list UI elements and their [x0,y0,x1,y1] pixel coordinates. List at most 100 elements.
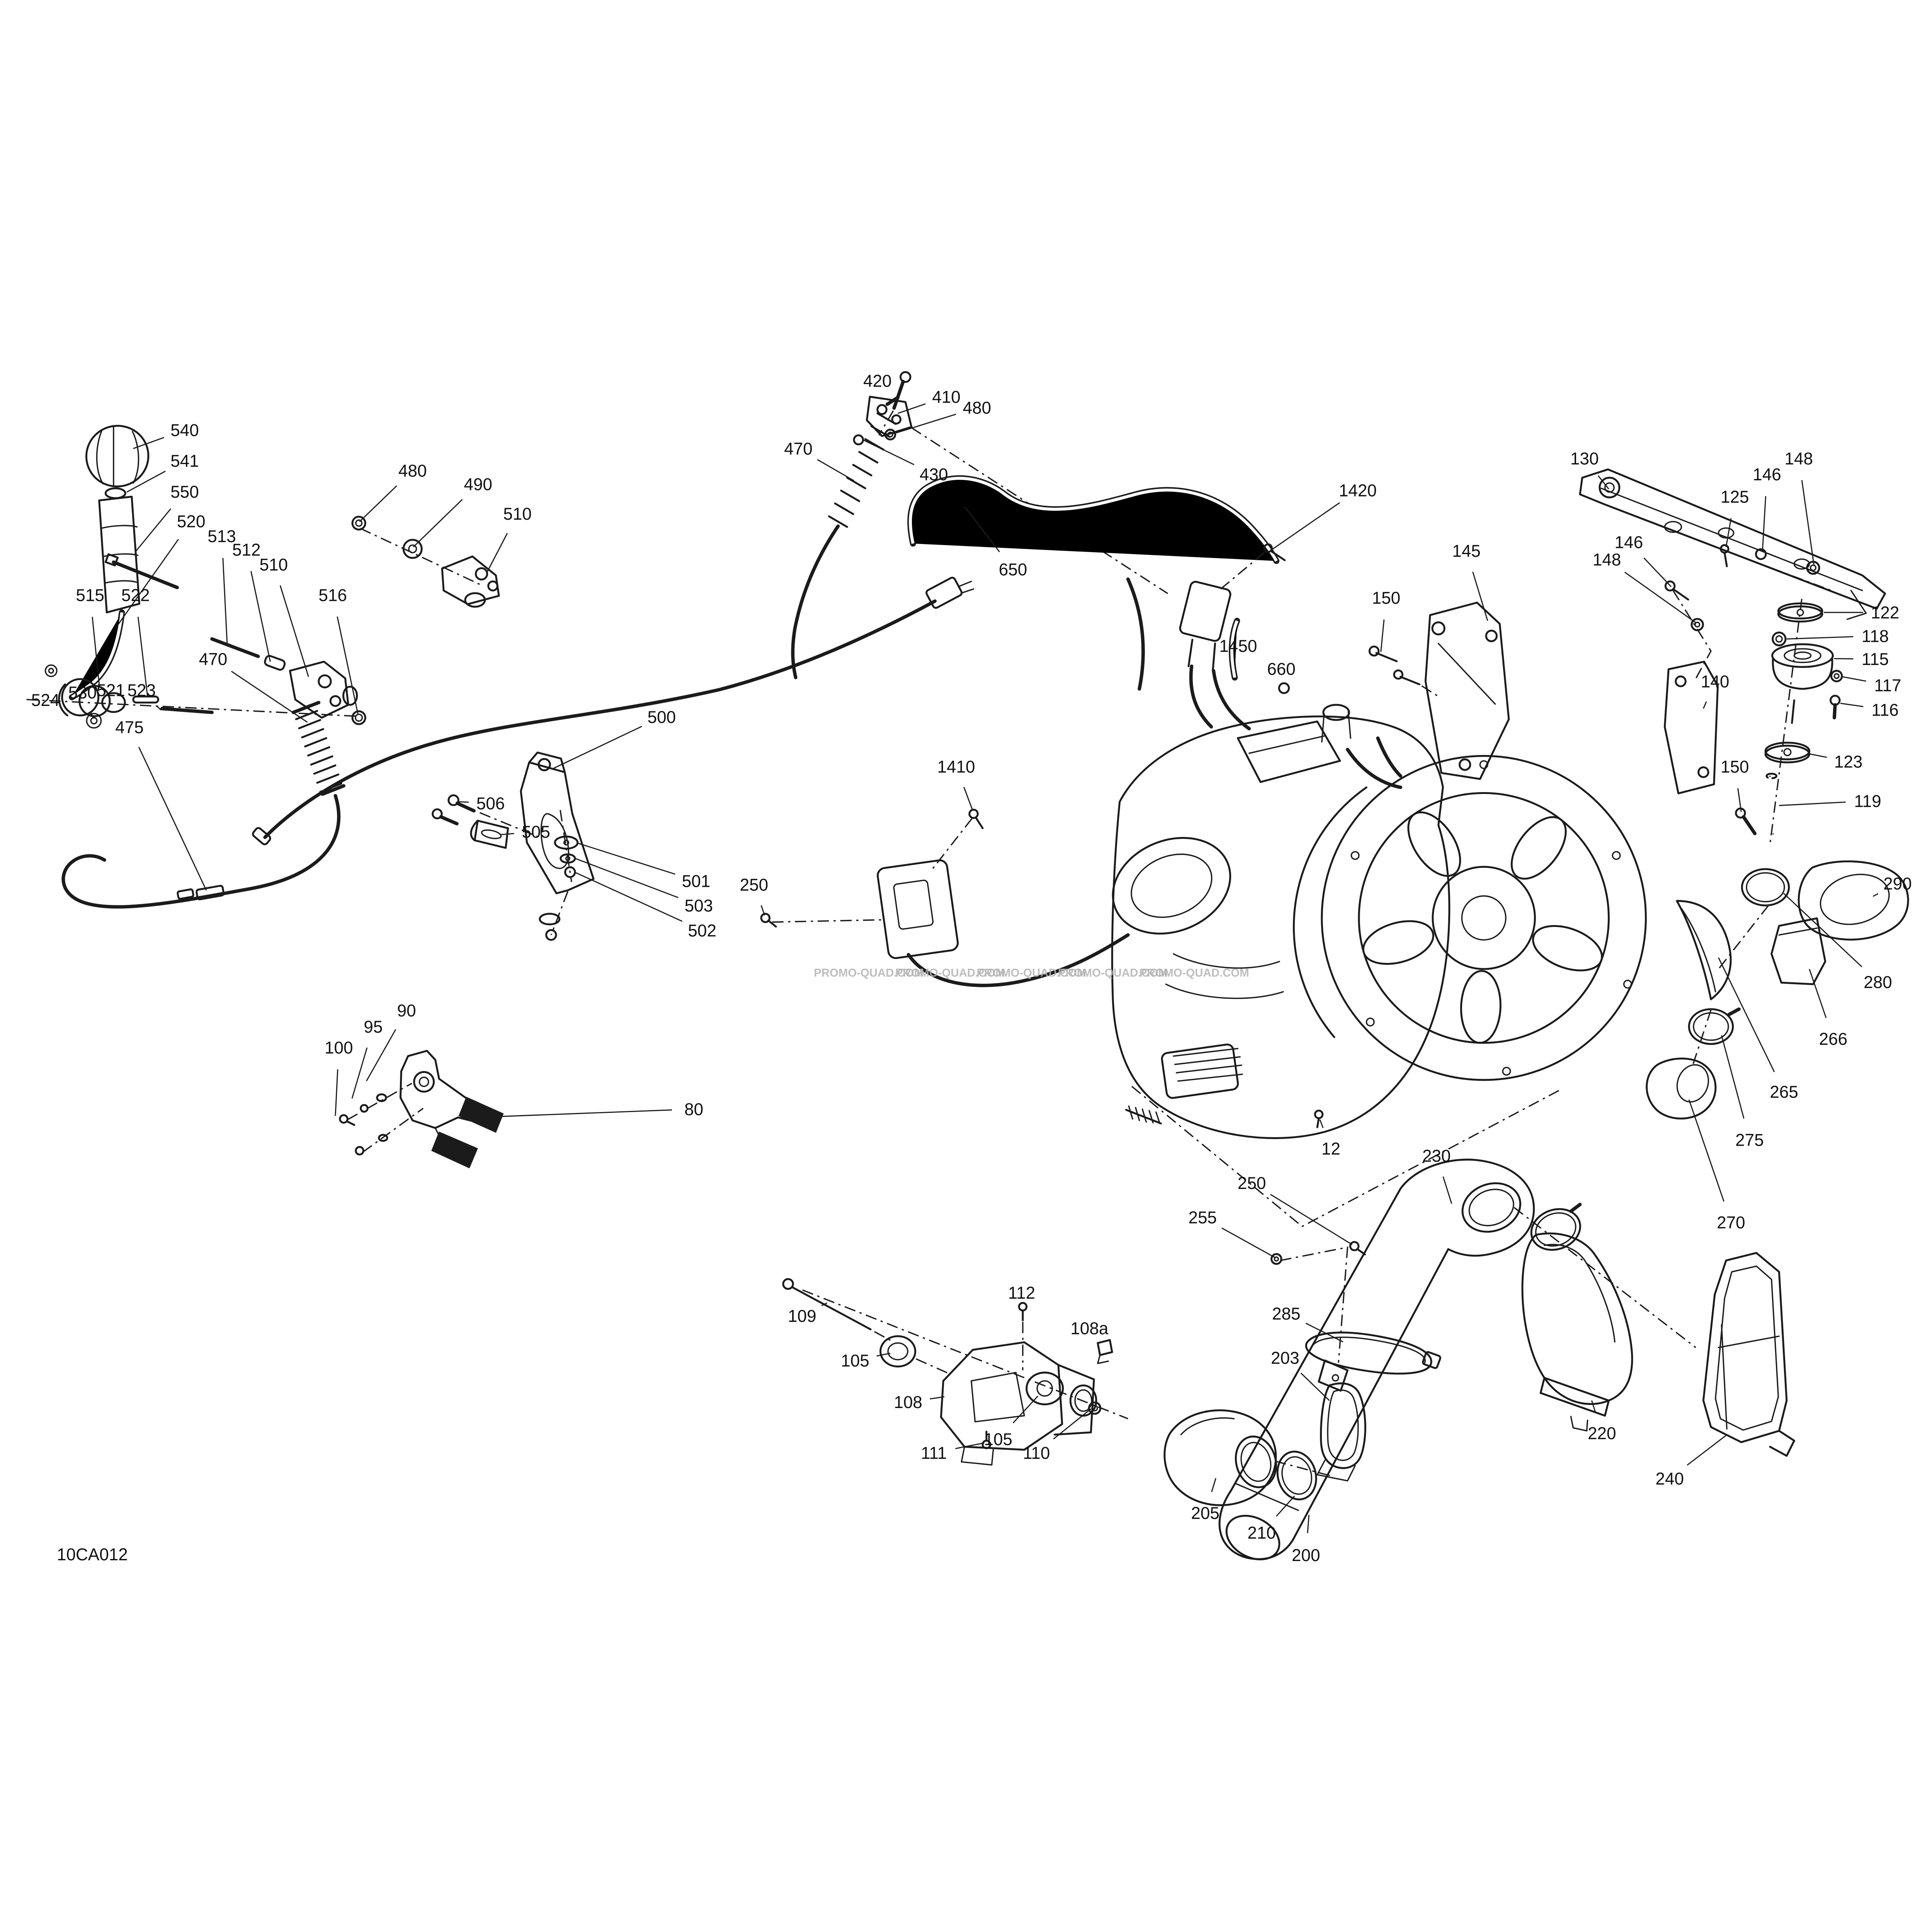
leader-line-266 [1809,969,1827,1018]
watermark-row: PROMO-QUAD.COMPROMO-QUAD.COMPROMO-QUAD.C… [814,966,1249,979]
callout-522: 522 [121,586,150,605]
leader-line-105 [1012,1395,1039,1423]
upper-cable-bracket-group [252,371,1280,845]
callout-119: 119 [1854,792,1881,811]
leader-line-503 [575,858,679,898]
leader-line-410 [898,403,926,414]
callout-148: 148 [1593,551,1621,570]
leader-line-105 [876,1352,891,1357]
callout-285: 285 [1272,1304,1301,1323]
callout-130: 130 [1570,449,1599,468]
leader-line-510 [279,585,309,677]
callout-420: 420 [863,372,892,391]
leader-line-220 [1591,1400,1596,1413]
leader-line-240 [1687,1435,1726,1466]
callout-475: 475 [115,718,144,737]
callout-513: 513 [207,527,236,546]
leader-line-650 [964,506,1000,553]
callout-110: 110 [1023,1444,1050,1463]
callout-105: 105 [984,1430,1012,1449]
callout-540: 540 [170,421,199,440]
leader-line-140 [1702,701,1707,709]
support-bracket-group [432,752,595,941]
leader-line-290 [1872,893,1879,897]
callout-470: 470 [784,440,813,459]
callout-230: 230 [1422,1146,1451,1165]
callout-108a: 108a [1070,1319,1109,1338]
leader-line-119 [1779,801,1846,806]
callout-503: 503 [685,896,713,915]
leader-line-510 [486,533,508,574]
shift-lever-assembly [26,425,366,909]
leader-line-502 [575,872,683,922]
leader-line-480 [893,413,956,435]
leader-line-230 [1442,1176,1452,1204]
callout-430: 430 [920,465,948,484]
leader-line-501 [578,843,675,875]
engine-block [1111,543,1647,1228]
ecu-module-group [760,808,1130,987]
leader-line-117 [1842,676,1866,682]
exploded-view-art [26,371,1909,1561]
leader-line-145 [1472,571,1488,621]
callout-108: 108 [894,1393,922,1412]
leader-line-150 [1737,788,1742,812]
leader-line-255 [1221,1227,1276,1258]
callout-115: 115 [1862,650,1889,669]
callout-148: 148 [1784,449,1813,468]
callout-1410: 1410 [937,757,975,776]
leader-line-116 [1840,702,1864,707]
leader-line-275 [1721,1035,1745,1119]
callout-203: 203 [1271,1349,1299,1368]
leader-line-203 [1300,1372,1330,1401]
callout-506: 506 [476,794,505,813]
leader-line-111 [955,1442,985,1449]
leader-line-123 [1810,753,1827,758]
leader-line-108 [930,1396,945,1400]
leader-line-470 [817,459,854,481]
callout-516: 516 [318,586,347,605]
leader-line-1420 [1271,502,1340,550]
leader-line-109 [821,1302,828,1306]
callout-111: 111 [921,1444,947,1463]
callout-501: 501 [682,872,711,891]
callout-490: 490 [464,475,492,494]
leader-line-530 [90,712,94,719]
callout-140: 140 [1701,672,1730,691]
callout-leader-lines [90,403,1879,1533]
callout-500: 500 [648,708,676,727]
callout-118: 118 [1862,627,1889,646]
watermark-text-3: PROMO-QUAD.COM [1058,966,1168,979]
callout-512: 512 [232,541,261,560]
leader-line-490 [413,499,463,548]
leader-line-280 [1783,893,1862,968]
callout-112: 112 [1008,1284,1035,1303]
leader-line-513 [222,558,228,644]
mount-rail-group [1579,468,1886,835]
callout-510: 510 [259,555,288,574]
leader-line-265 [1718,957,1775,1072]
leader-line-146 [1762,496,1767,552]
sensor-bracket-group [351,515,500,608]
callout-290: 290 [1883,874,1912,893]
watermark-text-2: PROMO-QUAD.COM [976,966,1086,979]
leader-line-522 [137,617,148,697]
callout-210: 210 [1247,1524,1276,1543]
engine-mount-stack [1764,599,1843,844]
callout-122: 122 [1871,604,1900,622]
leader-line-470 [231,670,308,723]
leader-line-210 [1276,1495,1295,1517]
callout-116: 116 [1871,701,1898,719]
callout-146: 146 [1615,533,1643,552]
callout-123: 123 [1834,753,1863,772]
leader-line-146 [1643,558,1672,587]
callout-502: 502 [688,922,716,940]
callout-150: 150 [1721,757,1749,776]
callout-510: 510 [503,505,532,524]
leader-line-80 [496,1109,672,1117]
leader-line-250 [760,905,765,916]
callout-205: 205 [1191,1504,1219,1523]
leader-line-150 [1380,619,1385,652]
